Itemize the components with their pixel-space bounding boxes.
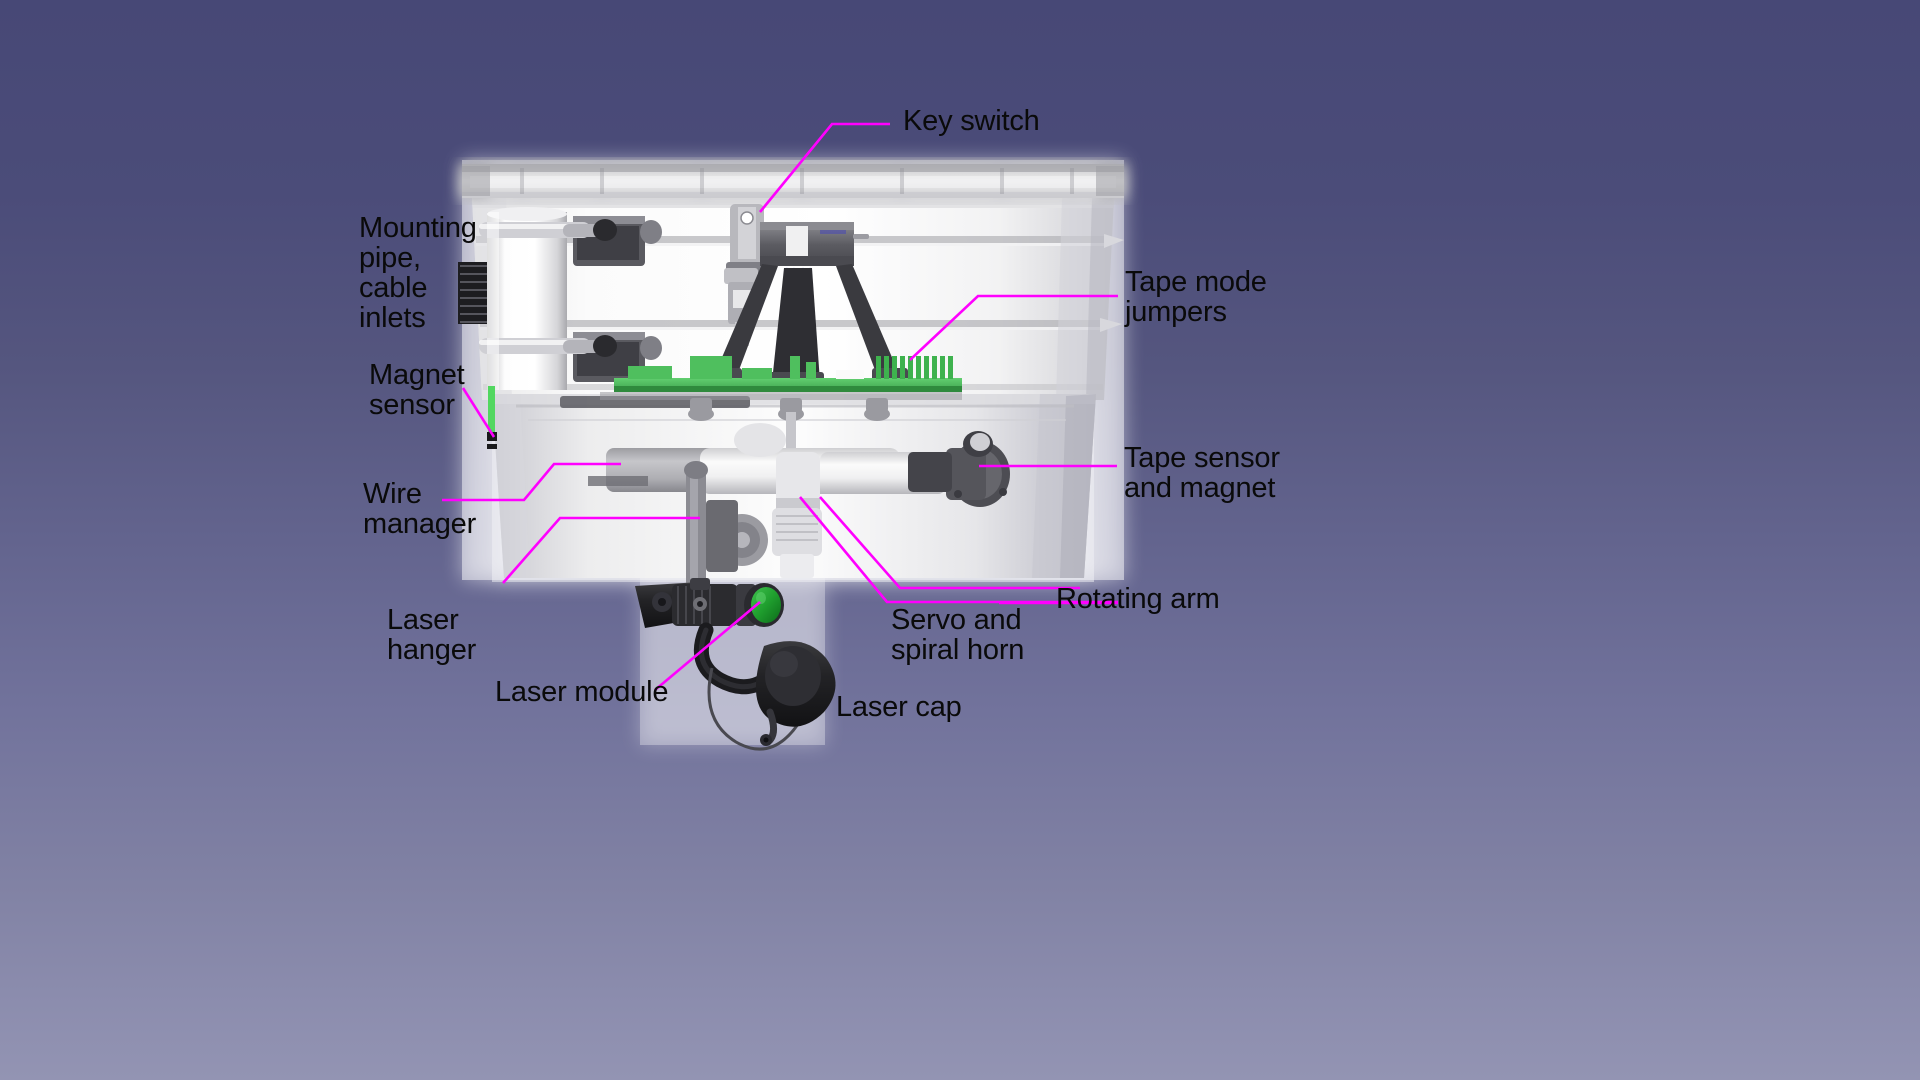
- label-wire-manager: Wire manager: [363, 478, 477, 540]
- mounting-pipe-assembly: [458, 207, 662, 390]
- wire-manager: [606, 448, 726, 492]
- drive-shaft: [786, 412, 796, 496]
- stepper-motor-assembly: [706, 222, 908, 388]
- device-halo: [462, 160, 1124, 745]
- leader-laser-module: [654, 601, 761, 691]
- label-laser-cap: Laser cap: [836, 691, 962, 723]
- tape-mode-jumpers: [876, 356, 953, 379]
- laser-module-assembly: [635, 578, 836, 751]
- pcb-standoffs: [600, 392, 962, 421]
- leader-tape-mode-jumpers: [909, 294, 1118, 361]
- leader-rotating-arm: [600, 464, 1048, 603]
- laser-cap: [755, 641, 836, 746]
- label-magnet-sensor: Magnet sensor: [369, 359, 465, 421]
- label-tape-sensor-and-magnet: Tape sensor and magnet: [1124, 442, 1280, 504]
- magnet-sensor: [487, 386, 497, 449]
- laser-barrel: [672, 584, 738, 626]
- leader-lines-overlay: [798, 496, 1000, 604]
- laser-strap: [693, 622, 780, 695]
- laser-tether: [707, 667, 804, 751]
- leader-magnet-sensor: [461, 387, 496, 438]
- control-pcb: [600, 356, 962, 496]
- leader-rotating-arm-diagonal: [798, 496, 1000, 604]
- enclosure-lid: [462, 164, 1124, 198]
- rotating-arm-assembly: [588, 423, 1010, 618]
- rotating-arm: [700, 448, 900, 494]
- wire-bundle: [784, 267, 816, 361]
- pipe-clamp-lower: [479, 332, 662, 382]
- enclosure-lower-body: [492, 394, 1096, 578]
- pipe-clamp-upper: [479, 216, 662, 266]
- label-tape-mode-jumpers: Tape mode jumpers: [1125, 266, 1267, 328]
- servo: [706, 500, 768, 572]
- label-servo-and-spiral-horn: Servo and spiral horn: [891, 604, 1025, 666]
- leader-laser-hanger: [502, 516, 700, 584]
- label-mounting-pipe-cable-inlets: Mounting pipe, cable inlets: [359, 212, 477, 334]
- laser-lens: [751, 587, 781, 623]
- spiral-horn: [772, 508, 822, 556]
- label-rotating-arm: Rotating arm: [1056, 583, 1220, 615]
- laser-hanger: [678, 461, 714, 618]
- mounting-pipe: [487, 212, 567, 390]
- enclosure-upper-body: [472, 198, 1124, 400]
- label-key-switch: Key switch: [903, 105, 1040, 137]
- leader-key-switch: [758, 122, 890, 213]
- leg-feet: [706, 368, 908, 388]
- key-switch: [726, 204, 766, 274]
- label-laser-module: Laser module: [495, 676, 669, 708]
- tripod-legs: [714, 264, 900, 382]
- label-laser-hanger: Laser hanger: [387, 604, 477, 666]
- motor-shaft-left: [724, 268, 758, 346]
- tape-sensor-and-magnet: [908, 431, 1010, 507]
- leader-servo-spiral-horn: [819, 496, 1080, 590]
